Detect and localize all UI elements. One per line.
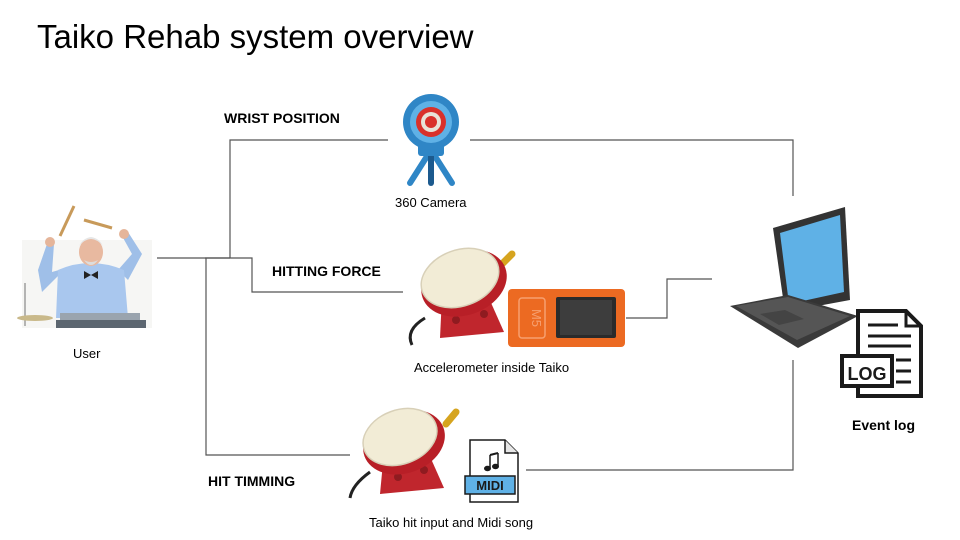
- log-document-icon: LOG: [840, 309, 923, 398]
- laptop-icon: [730, 207, 858, 348]
- connector-lines: [157, 139, 794, 471]
- hitting-force-label: HITTING FORCE: [272, 263, 381, 279]
- log-icon-text: LOG: [848, 364, 887, 384]
- user-label: User: [73, 346, 101, 361]
- camera-label: 360 Camera: [395, 195, 467, 210]
- event-log-label: Event log: [852, 417, 916, 433]
- taiko-midi-label: Taiko hit input and Midi song: [369, 515, 534, 530]
- m5-to-laptop-line: [626, 278, 712, 319]
- midi-icon-text: MIDI: [476, 478, 503, 493]
- music-note-icon: [484, 452, 499, 472]
- user-photo: [17, 205, 152, 328]
- wrist-position-label: WRIST POSITION: [224, 110, 340, 126]
- m5-logo-text: M5: [529, 309, 544, 327]
- camera-to-laptop-line: [470, 139, 794, 196]
- hit-timming-label: HIT TIMMING: [208, 473, 296, 489]
- page-title: Taiko Rehab system overview: [37, 18, 474, 55]
- midi-file-icon: MIDI: [464, 439, 519, 503]
- taiko-drum-icon-2: [348, 407, 460, 499]
- force-connector: [205, 257, 403, 293]
- midi-to-laptop-line: [526, 360, 794, 471]
- camera-icon: [403, 94, 459, 186]
- accelerometer-label: Accelerometer inside Taiko: [414, 360, 570, 375]
- wrist-connector: [229, 139, 388, 258]
- m5stack-device-icon: M5: [508, 289, 625, 347]
- taiko-drum-icon: [408, 247, 516, 346]
- timing-connector: [205, 258, 350, 456]
